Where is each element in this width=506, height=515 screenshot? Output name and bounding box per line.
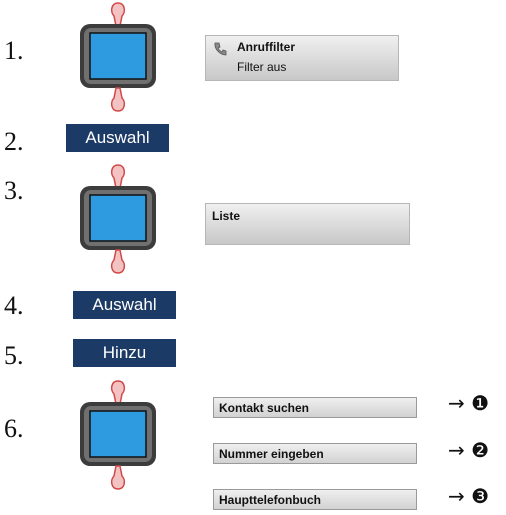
step-number-3: 3. — [4, 176, 24, 205]
screen-title: Anruffilter — [237, 40, 295, 54]
menu-item-kontakt-suchen[interactable]: Kontakt suchen — [213, 397, 417, 418]
auswahl-softkey[interactable]: Auswahl — [66, 124, 169, 152]
reference-marker-3: → ❸ — [448, 484, 490, 508]
menu-item-haupttelefonbuch[interactable]: Haupttelefonbuch — [213, 489, 417, 510]
reference-marker-2: → ❷ — [448, 438, 490, 462]
navigation-pad-icon — [80, 380, 156, 490]
navigation-pad-icon — [80, 2, 156, 112]
display-screen-liste: Liste — [205, 203, 410, 245]
hinzu-softkey[interactable]: Hinzu — [73, 339, 176, 367]
step-number-4: 4. — [4, 291, 24, 320]
phone-filter-icon — [214, 42, 227, 56]
step-number-1: 1. — [4, 36, 24, 65]
step-number-5: 5. — [4, 341, 24, 370]
screen-title: Liste — [212, 209, 241, 223]
step-number-2: 2. — [4, 127, 24, 156]
display-screen-anruffilter: Anruffilter Filter aus — [205, 35, 399, 81]
auswahl-softkey[interactable]: Auswahl — [73, 291, 176, 319]
menu-item-nummer-eingeben[interactable]: Nummer eingeben — [213, 443, 417, 464]
navigation-pad-icon — [80, 164, 156, 274]
step-number-6: 6. — [4, 414, 24, 443]
screen-subtitle: Filter aus — [237, 60, 287, 74]
reference-marker-1: → ❶ — [448, 391, 490, 415]
